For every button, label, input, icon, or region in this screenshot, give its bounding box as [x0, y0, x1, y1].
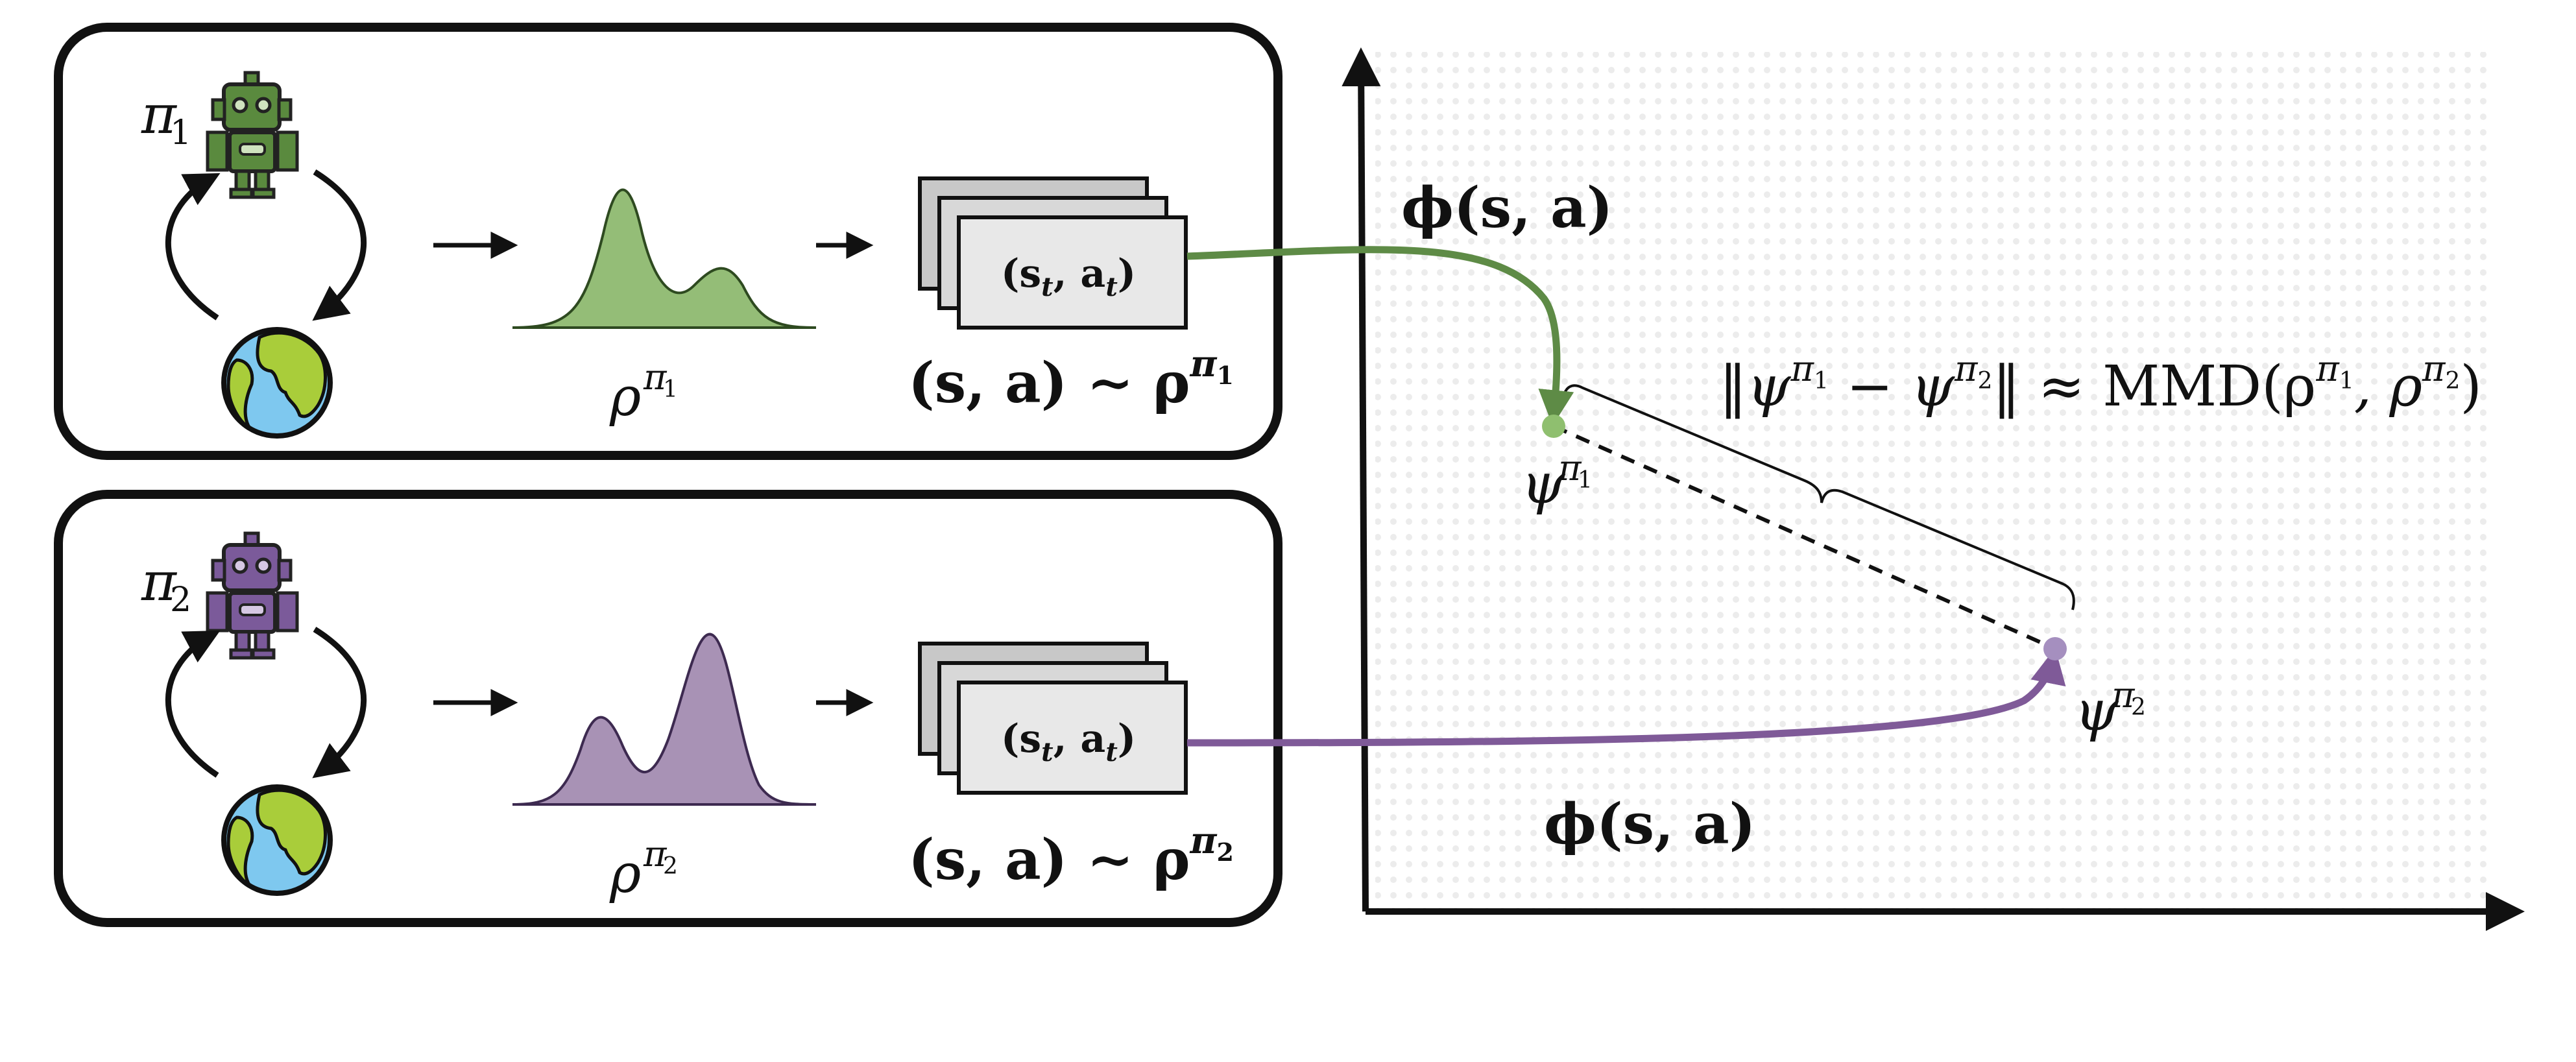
- sample-label: (st, at): [1001, 716, 1136, 767]
- rho-label: ρ: [609, 843, 641, 905]
- panel-policy-1: π 1: [54, 23, 1282, 460]
- sample-stack: (st, at): [918, 642, 1188, 795]
- psi-1-sup: π: [1558, 448, 1582, 489]
- psi-1-sup-sub: 1: [1578, 467, 1593, 494]
- distance-brace: [1562, 384, 2075, 610]
- mmd-equation: ‖ψπ1 − ψπ2‖ ≈ MMD(ρπ1, ρπ2): [1719, 348, 2482, 419]
- robot-icon: [206, 71, 299, 199]
- distance-dashed-line: [1552, 424, 2056, 651]
- loop-arrow-down: [312, 169, 367, 321]
- globe-icon: [221, 784, 333, 896]
- policy-1-label: π: [141, 84, 178, 146]
- embedding-arrow-policy-2: [1186, 647, 2066, 747]
- panel-1-frame: [54, 23, 1282, 460]
- globe-icon: [221, 327, 333, 439]
- feature-space: ϕ(s, a) ϕ(s, a) ψ π 1 ψ π 2 ‖ψπ1 − ψπ2‖ …: [1186, 47, 2525, 931]
- loop-arrow-up: [165, 173, 221, 320]
- psi-1-label: ψ: [1521, 452, 1566, 516]
- y-axis: [1342, 47, 1381, 912]
- rho-label: ρ: [609, 367, 641, 428]
- rho-sup-sub: 2: [663, 853, 678, 880]
- y-axis-label: ϕ(s, a): [1401, 175, 1613, 241]
- embedding-arrow-policy-1: [1186, 246, 1574, 426]
- panel-policy-2: π 2 ρ π 2: [54, 490, 1282, 927]
- embedding-point-2: [2043, 637, 2067, 660]
- policy-2-label: π: [141, 551, 178, 613]
- rho-sup-sub: 1: [663, 376, 678, 403]
- rho-sup: π: [643, 834, 668, 875]
- x-axis-label: ϕ(s, a): [1544, 791, 1755, 857]
- psi-2-label: ψ: [2075, 679, 2119, 743]
- rho-sup: π: [643, 357, 668, 398]
- policy-1-subscript: 1: [170, 114, 191, 152]
- embedding-point-1: [1542, 415, 1565, 438]
- loop-arrow-down: [312, 627, 367, 778]
- policy-2-subscript: 2: [170, 581, 191, 620]
- psi-2-sup-sub: 2: [2131, 694, 2146, 721]
- distribution-curve: [512, 633, 817, 806]
- sample-label: (st, at): [1001, 251, 1136, 302]
- sample-stack: (st, at): [918, 176, 1188, 330]
- distribution-curve: [512, 188, 815, 329]
- loop-arrow-up: [165, 630, 221, 778]
- feature-space-background: [1375, 52, 2491, 908]
- sampling-statement: (s, a) ∼ ρπ2: [908, 819, 1234, 893]
- sampling-statement: (s, a) ∼ ρπ1: [908, 343, 1234, 416]
- psi-2-sup: π: [2111, 675, 2136, 716]
- robot-icon: [206, 531, 299, 660]
- panel-2-frame: [54, 490, 1282, 927]
